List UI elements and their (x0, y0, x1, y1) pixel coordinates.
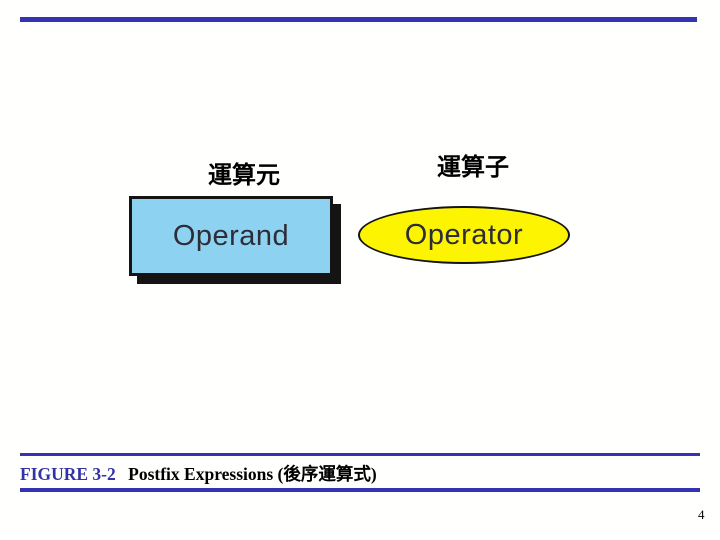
operator-shape: Operator (358, 206, 570, 264)
caption-bottom-rule (20, 488, 700, 492)
caption-top-rule (20, 453, 700, 456)
operator-shape-text: Operator (404, 218, 524, 251)
figure-caption: FIGURE 3-2 Postfix Expressions (後序運算式) (20, 461, 377, 486)
figure-ref-text: FIGURE 3-2 (20, 464, 116, 484)
operator-cjk-label: 運算子 (437, 155, 509, 181)
page-number: 4 (698, 507, 705, 522)
figure-title-text: Postfix Expressions (後序運算式) (128, 464, 377, 484)
operand-shape: Operand (129, 196, 333, 276)
operand-cjk-label: 運算元 (208, 163, 280, 189)
top-divider-rule (20, 17, 697, 22)
operand-shape-text: Operand (172, 219, 290, 252)
